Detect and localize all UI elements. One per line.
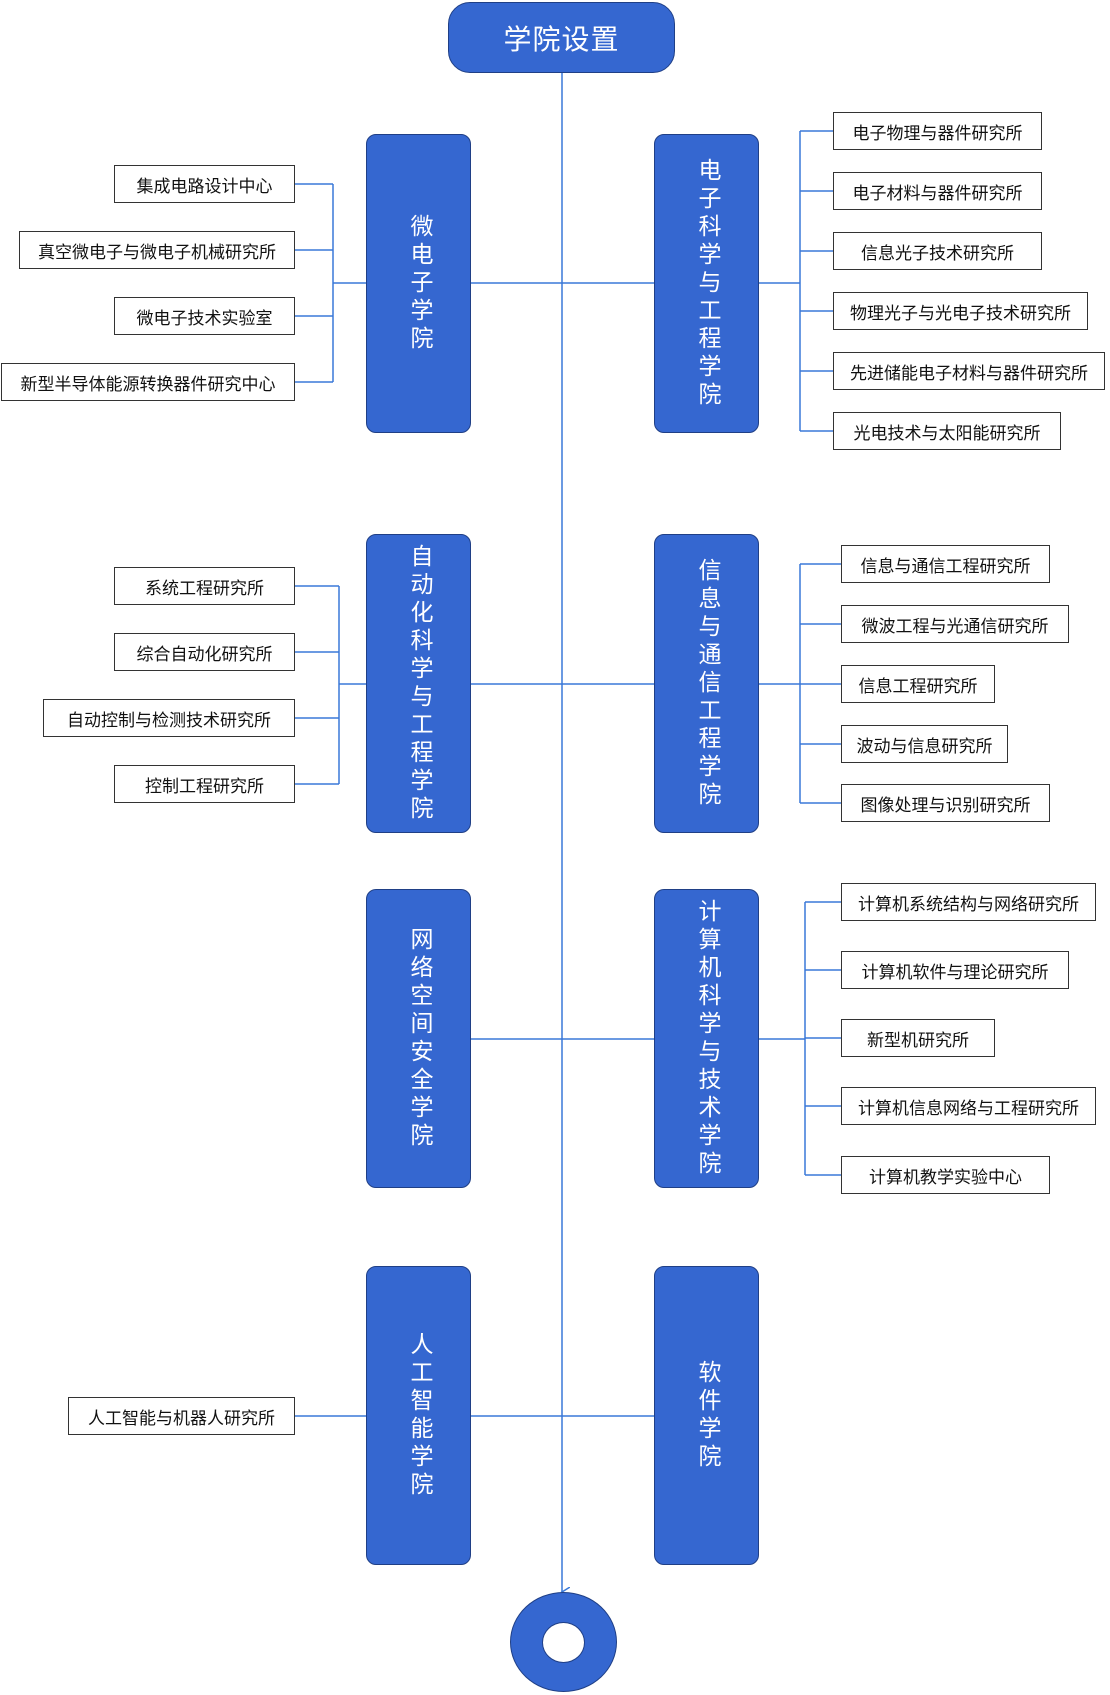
institute-box: 图像处理与识别研究所 bbox=[841, 784, 1050, 822]
institute-box: 自动控制与检测技术研究所 bbox=[43, 699, 295, 737]
college-information-communication: 信息与通信工程学院 bbox=[654, 534, 759, 833]
institute-box: 计算机系统结构与网络研究所 bbox=[841, 883, 1096, 921]
institute-box: 微波工程与光通信研究所 bbox=[841, 605, 1069, 643]
institute-box: 集成电路设计中心 bbox=[114, 165, 295, 203]
college-artificial-intelligence: 人工智能学院 bbox=[366, 1266, 471, 1565]
institute-box: 新型半导体能源转换器件研究中心 bbox=[1, 363, 295, 401]
college-electronic-science: 电子科学与工程学院 bbox=[654, 134, 759, 433]
institute-box: 信息工程研究所 bbox=[841, 665, 995, 703]
institute-box: 计算机软件与理论研究所 bbox=[841, 951, 1069, 989]
institute-box: 计算机信息网络与工程研究所 bbox=[841, 1087, 1096, 1125]
institute-box: 波动与信息研究所 bbox=[841, 725, 1008, 763]
institute-box: 物理光子与光电子技术研究所 bbox=[833, 292, 1088, 330]
institute-box: 电子材料与器件研究所 bbox=[833, 172, 1042, 210]
institute-box: 人工智能与机器人研究所 bbox=[68, 1397, 295, 1435]
institute-box: 真空微电子与微电子机械研究所 bbox=[19, 231, 295, 269]
college-cyberspace-security: 网络空间安全学院 bbox=[366, 889, 471, 1188]
institute-box: 系统工程研究所 bbox=[114, 567, 295, 605]
institute-box: 光电技术与太阳能研究所 bbox=[833, 412, 1061, 450]
college-software: 软件学院 bbox=[654, 1266, 759, 1565]
diagram-title: 学院设置 bbox=[448, 2, 675, 73]
institute-box: 控制工程研究所 bbox=[114, 765, 295, 803]
college-microelectronics: 微电子学院 bbox=[366, 134, 471, 433]
institute-box: 新型机研究所 bbox=[841, 1019, 995, 1057]
college-automation: 自动化科学与工程学院 bbox=[366, 534, 471, 833]
institute-box: 信息光子技术研究所 bbox=[833, 232, 1042, 270]
institute-box: 信息与通信工程研究所 bbox=[841, 545, 1050, 583]
institute-box: 计算机教学实验中心 bbox=[841, 1156, 1050, 1194]
institute-box: 先进储能电子材料与器件研究所 bbox=[833, 352, 1105, 390]
institute-box: 电子物理与器件研究所 bbox=[833, 112, 1042, 150]
institute-box: 综合自动化研究所 bbox=[114, 633, 295, 671]
institute-box: 微电子技术实验室 bbox=[114, 297, 295, 335]
end-node-icon bbox=[510, 1592, 617, 1692]
college-computer-science: 计算机科学与技术学院 bbox=[654, 889, 759, 1188]
